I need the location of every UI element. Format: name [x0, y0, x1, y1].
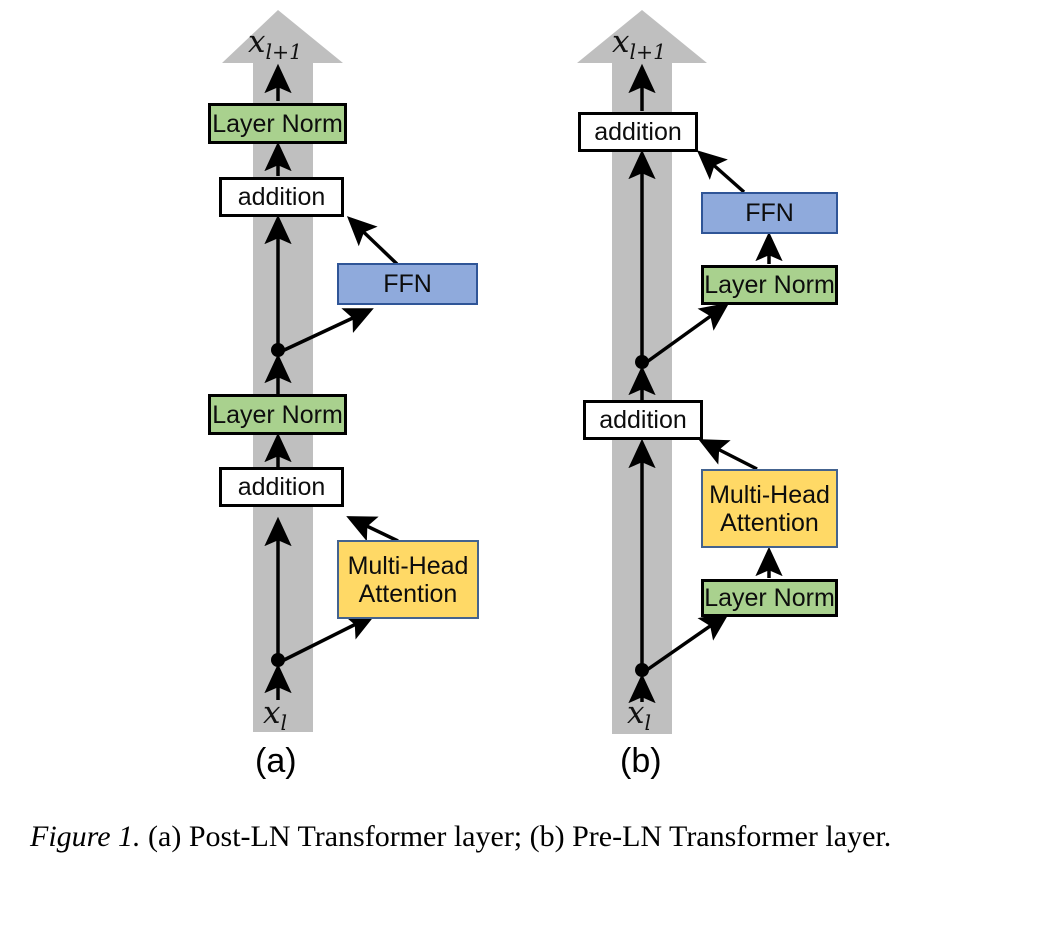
caption-lead: Figure 1. [30, 820, 141, 853]
input-symbol-a: x [263, 695, 281, 731]
connectors-b [628, 63, 783, 704]
block-multi-head-attention-b[interactable]: Multi-Head Attention [701, 469, 838, 548]
block-label: addition [237, 473, 326, 501]
block-label-line1: Multi-Head [347, 551, 469, 580]
block-layer-norm-b-upper[interactable]: Layer Norm [701, 265, 838, 305]
block-addition-b-bottom[interactable]: addition [583, 400, 703, 440]
figure-caption: Figure 1. (a) Post-LN Transformer layer;… [30, 815, 1020, 859]
block-layer-norm-b-lower[interactable]: Layer Norm [701, 579, 838, 617]
output-subscript-a: l+1 [265, 40, 303, 65]
input-label-a: xl [263, 695, 287, 735]
block-label: FFN [745, 199, 794, 227]
input-label-b: xl [627, 695, 651, 735]
input-symbol-b: x [627, 695, 645, 731]
output-label-a: xl+1 [248, 24, 302, 64]
block-ffn-a[interactable]: FFN [337, 263, 478, 305]
block-label-line2: Attention [358, 579, 458, 608]
block-label: Layer Norm [704, 271, 835, 299]
block-multi-head-attention-a[interactable]: Multi-Head Attention [337, 540, 479, 619]
output-subscript-b: l+1 [629, 40, 667, 65]
output-label-b: xl+1 [612, 24, 666, 64]
block-label: Layer Norm [212, 109, 343, 138]
connectors-a [264, 63, 399, 700]
block-label-line1: Multi-Head [709, 480, 830, 509]
block-label: addition [599, 406, 687, 434]
block-label: addition [594, 118, 682, 146]
caption-text: (a) Post-LN Transformer layer; (b) Pre-L… [140, 820, 892, 853]
block-label: Layer Norm [704, 584, 835, 612]
block-addition-a-bottom[interactable]: addition [219, 467, 344, 507]
block-addition-b-top[interactable]: addition [578, 112, 698, 152]
input-subscript-a: l [280, 711, 288, 736]
output-symbol-a: x [248, 24, 266, 60]
block-label: FFN [383, 270, 432, 298]
block-label-line2: Attention [720, 508, 819, 537]
input-subscript-b: l [644, 711, 652, 736]
panel-label-b: (b) [620, 742, 662, 780]
diagram-canvas [222, 10, 783, 734]
block-label: Layer Norm [212, 400, 343, 429]
block-addition-a-top[interactable]: addition [219, 177, 344, 217]
block-ffn-b[interactable]: FFN [701, 192, 838, 234]
block-layer-norm-a-top[interactable]: Layer Norm [208, 103, 347, 144]
block-layer-norm-a-bottom[interactable]: Layer Norm [208, 394, 347, 435]
block-label: addition [237, 183, 326, 211]
output-symbol-b: x [612, 24, 630, 60]
panel-label-a: (a) [255, 742, 297, 780]
